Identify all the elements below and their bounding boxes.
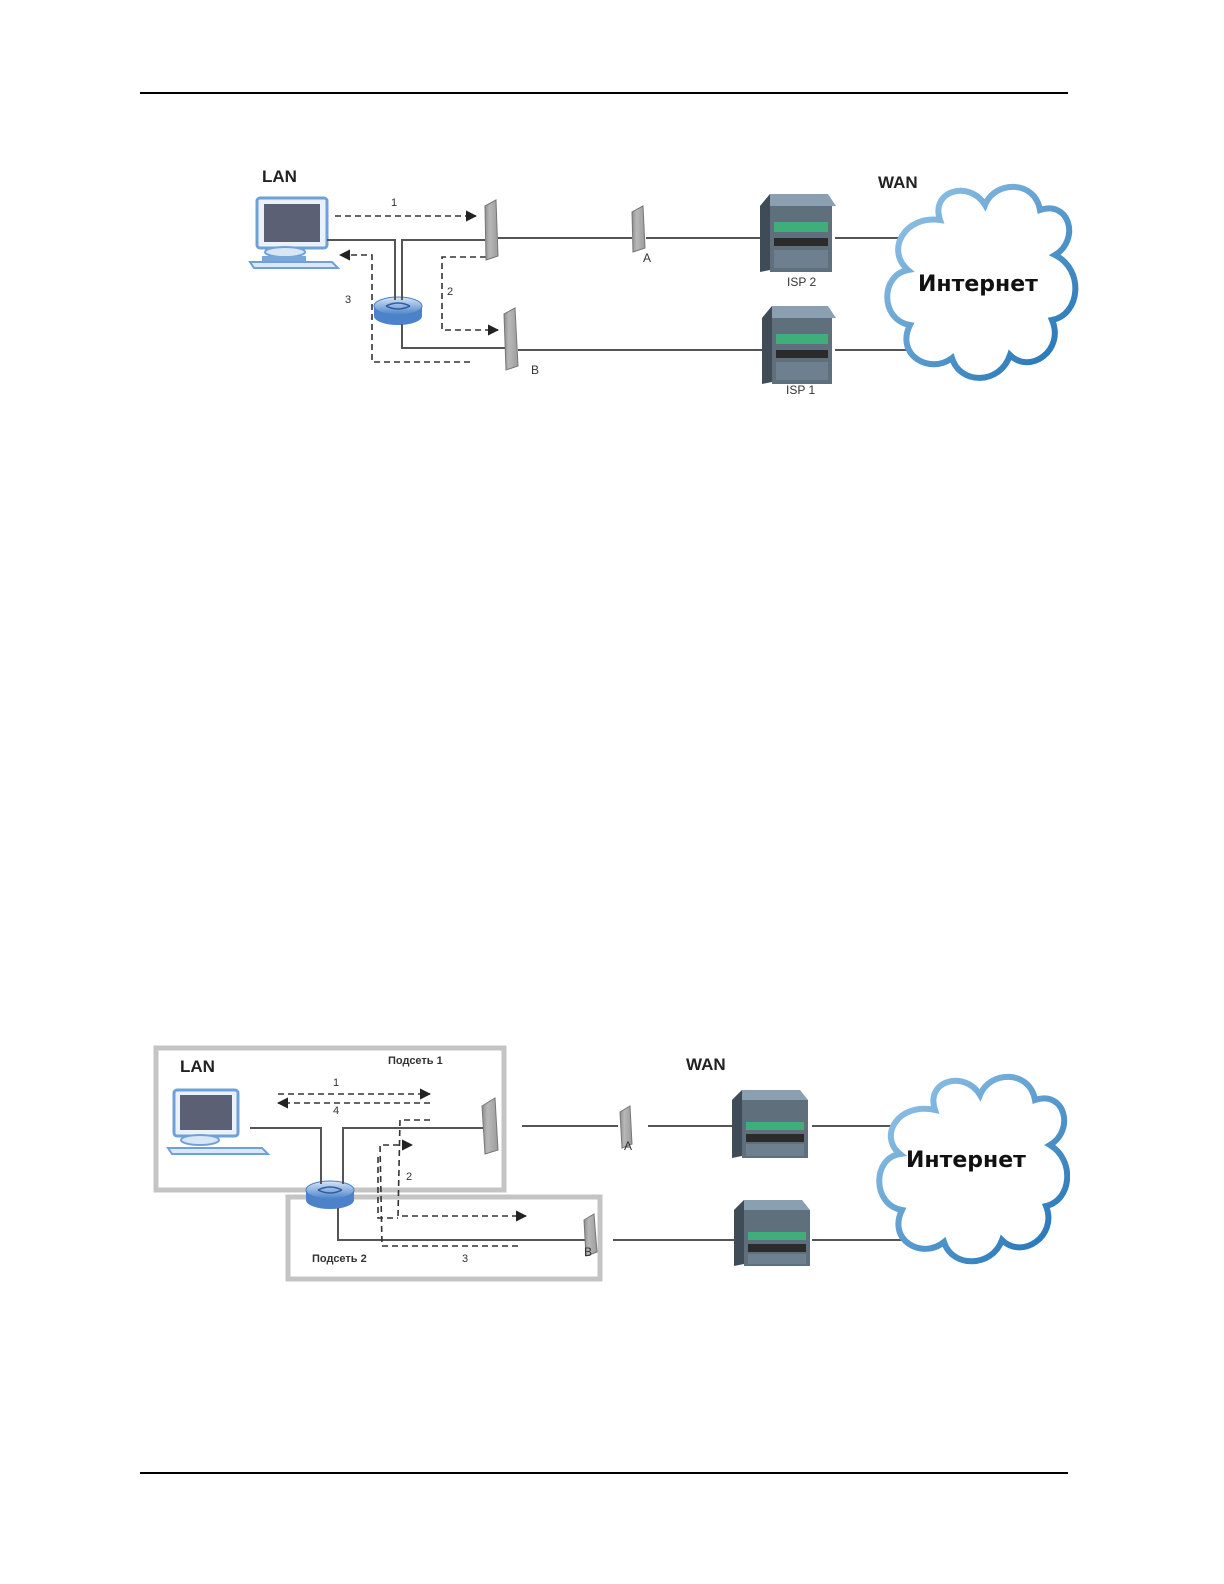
flow-3-arrow [379, 1139, 518, 1247]
lan-label: LAN [262, 167, 297, 186]
device-a-icon [631, 205, 646, 253]
device-b-icon [583, 1213, 598, 1257]
internet-cloud-icon [876, 1073, 1070, 1265]
isp2-label: ISP 2 [787, 275, 816, 289]
footer-rule [140, 1472, 1068, 1474]
router-icon [373, 296, 423, 325]
computer-icon [248, 196, 341, 269]
subnet-1-label: Подсеть 1 [388, 1055, 443, 1067]
isp2-server-icon [760, 194, 836, 272]
router-icon [305, 1180, 355, 1209]
internet-cloud-icon [884, 183, 1079, 381]
flow-1-label: 1 [391, 197, 397, 209]
flow-3-label: 3 [345, 294, 351, 306]
flow-2-arrow-a [377, 1157, 398, 1219]
flow-3-arrow [338, 249, 470, 363]
lan-label: LAN [180, 1057, 215, 1076]
server-bottom-icon [734, 1200, 810, 1266]
device-b-label: B [584, 1245, 592, 1259]
device-a-label: A [624, 1139, 632, 1153]
device-b-label: B [531, 363, 539, 377]
isp1-label: ISP 1 [786, 383, 815, 397]
figure-1-dual-wan-diagram: LAN WAN 1 2 3 A B [248, 167, 1079, 397]
flow-1-label: 1 [333, 1077, 339, 1089]
wire-router-gateway-bottom [401, 324, 505, 349]
subnet-2-box [285, 1194, 603, 1282]
wire-computer-router [327, 239, 396, 300]
subnet-2-label: Подсеть 2 [312, 1253, 367, 1265]
wan-label: WAN [686, 1055, 726, 1074]
flow-2-label: 2 [406, 1171, 412, 1183]
wire-router-gateway-b [337, 1208, 585, 1241]
figure-2-subnet-routing-diagram: LAN Подсеть 1 Подсеть 2 WAN 1 4 2 3 A [153, 1045, 1070, 1282]
internet-cloud-label: Интернет [906, 1148, 1026, 1173]
wan-label: WAN [878, 173, 918, 192]
gateway-device-subnet1-icon [481, 1097, 499, 1155]
wire-computer-router [250, 1127, 322, 1184]
flow-2-label: 2 [447, 286, 453, 298]
flow-4-label: 4 [333, 1105, 339, 1117]
header-rule [140, 92, 1068, 94]
isp1-server-icon [762, 306, 836, 384]
device-a-label: A [643, 251, 651, 265]
internet-cloud-label: Интернет [918, 272, 1038, 297]
server-top-icon [732, 1090, 808, 1158]
gateway-device-bottom-icon [503, 307, 519, 371]
computer-icon [166, 1088, 271, 1155]
wire-router-gateway-top [401, 239, 485, 300]
flow-2-arrow [397, 1119, 528, 1222]
gateway-device-top-icon [484, 199, 499, 261]
wire-router-gateway-1 [342, 1127, 485, 1184]
flow-2-arrow [441, 256, 500, 336]
flow-3-label: 3 [462, 1253, 468, 1265]
device-a-icon [619, 1105, 633, 1149]
